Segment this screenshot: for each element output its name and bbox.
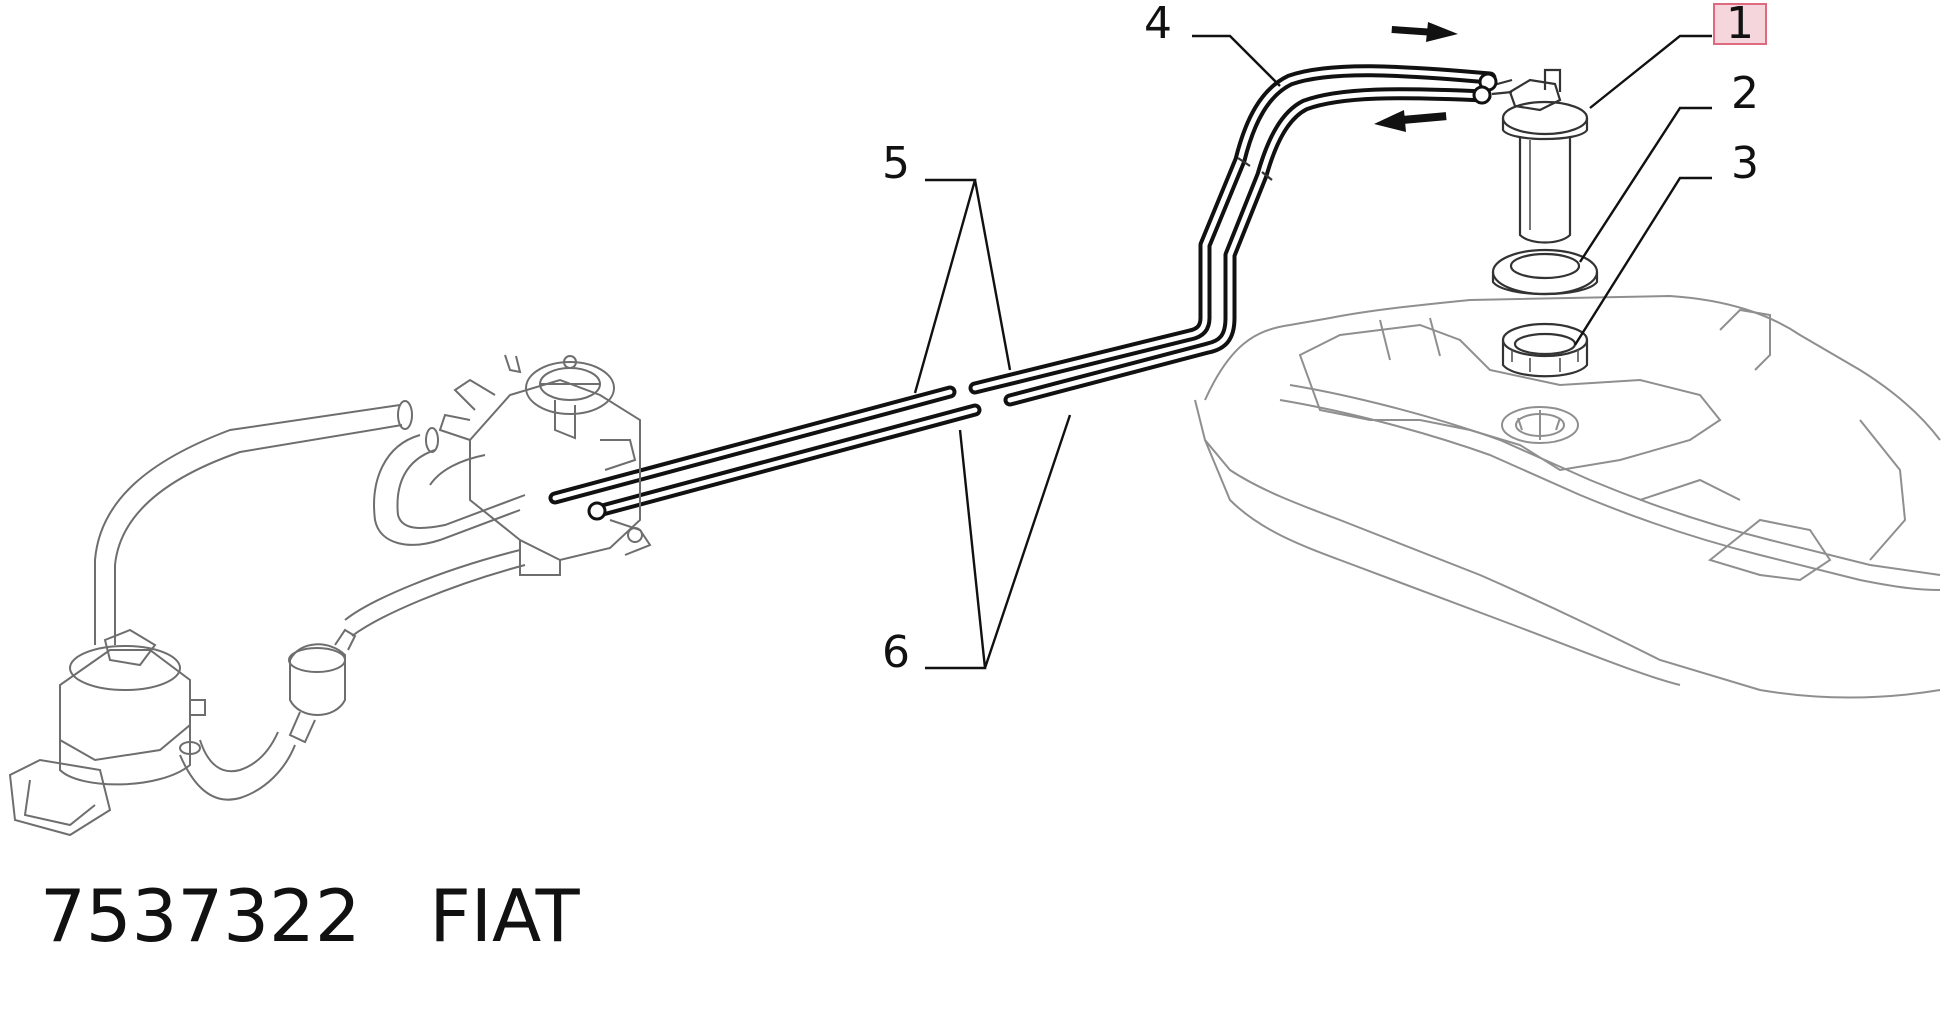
flow-arrows bbox=[1374, 22, 1458, 132]
flow-arrow-icon bbox=[1391, 22, 1458, 42]
callout-4[interactable]: 4 bbox=[1144, 0, 1172, 49]
flow-arrow-icon bbox=[1374, 110, 1447, 132]
engine-hoses bbox=[94, 400, 526, 801]
callout-6[interactable]: 6 bbox=[882, 627, 910, 678]
callout-5[interactable]: 5 bbox=[882, 138, 910, 189]
carburetor-drawing bbox=[429, 354, 652, 576]
fuel-tank-drawing bbox=[1194, 294, 1941, 699]
leader-lines bbox=[913, 34, 1712, 670]
callout-1[interactable]: 1 bbox=[1726, 0, 1754, 49]
part-number-label: 7537322 FIAT bbox=[40, 880, 580, 952]
fuel-pipes bbox=[548, 64, 1498, 521]
callout-labels: 1 2 3 4 5 6 bbox=[882, 0, 1767, 678]
callout-1-highlight bbox=[1713, 3, 1767, 45]
gasket-ring-drawing bbox=[1491, 248, 1599, 296]
brand-name: FIAT bbox=[429, 874, 580, 958]
fuel-filter-drawing bbox=[288, 628, 357, 744]
callout-3[interactable]: 3 bbox=[1731, 138, 1759, 189]
lock-ring-drawing bbox=[1501, 322, 1589, 378]
mechanical-pump-drawing bbox=[8, 628, 206, 837]
callout-2[interactable]: 2 bbox=[1731, 68, 1759, 119]
fuel-pump-drawing bbox=[1489, 68, 1589, 244]
part-number: 7537322 bbox=[40, 874, 361, 958]
